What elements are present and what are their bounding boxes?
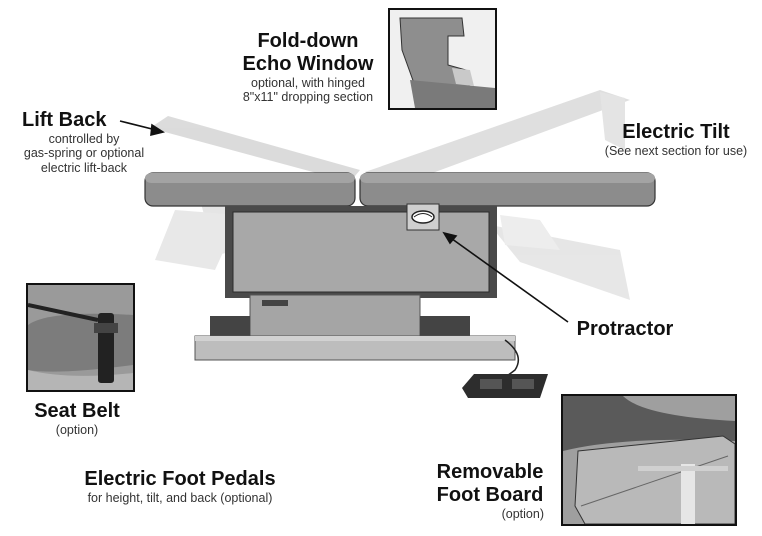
- lift-back-sub-1: controlled by: [48, 132, 120, 146]
- fold-down-sub-1: optional, with hinged: [251, 76, 365, 90]
- callout-foot-pedals: Electric Foot Pedals for height, tilt, a…: [66, 468, 294, 505]
- fold-down-sub-2: 8"x11" dropping section: [242, 90, 374, 105]
- table-base: [194, 316, 516, 361]
- inset-foot-board: [561, 394, 737, 526]
- foot-board-image: [563, 396, 735, 524]
- electric-tilt-sub: (See next section for use): [604, 144, 748, 158]
- lift-back-sub-2: gas-spring or optional: [23, 146, 145, 161]
- callout-seat-belt: Seat Belt (option): [22, 400, 132, 437]
- protractor-device: [406, 203, 440, 231]
- fold-down-title-2: Echo Window: [242, 53, 374, 75]
- seat-belt-title: Seat Belt: [34, 400, 120, 422]
- foot-pedals-title: Electric Foot Pedals: [84, 468, 276, 490]
- callout-fold-down: Fold-down Echo Window optional, with hin…: [228, 30, 388, 105]
- inset-seat-belt: [26, 283, 135, 392]
- foot-pedals-device: [462, 374, 548, 398]
- foot-pedals-sub: for height, tilt, and back (optional): [87, 491, 273, 505]
- foot-board-sub: (option): [501, 507, 544, 521]
- callout-lift-back: Lift Back controlled by gas-spring or op…: [14, 109, 154, 175]
- table-cabinet: [225, 206, 497, 340]
- seat-belt-image: [28, 285, 133, 390]
- electric-tilt-title: Electric Tilt: [622, 121, 730, 143]
- echo-window-image: [390, 10, 495, 108]
- foot-board-title-2: Foot Board: [436, 484, 544, 506]
- electric-tilt-ghost: [365, 90, 630, 300]
- lift-back-title: Lift Back: [22, 109, 107, 131]
- seat-belt-sub: (option): [55, 423, 99, 437]
- callout-foot-board: Removable Foot Board (option): [430, 461, 550, 521]
- lift-back-sub-3: electric lift-back: [40, 160, 128, 175]
- fold-down-title-1: Fold-down: [257, 30, 359, 52]
- foot-board-title-1: Removable: [436, 461, 544, 483]
- callout-electric-tilt: Electric Tilt (See next section for use): [596, 121, 756, 158]
- table-top: [144, 172, 656, 207]
- callout-protractor: Protractor: [570, 318, 680, 341]
- leader-lines: [119, 120, 569, 323]
- inset-echo-window: [388, 8, 497, 110]
- protractor-title: Protractor: [576, 318, 674, 340]
